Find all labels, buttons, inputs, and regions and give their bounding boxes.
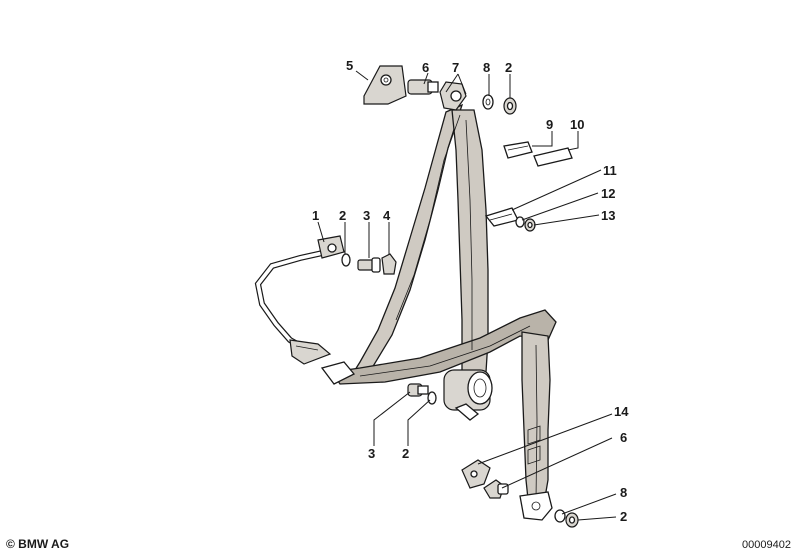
callout-2-left-washer: 2	[339, 208, 346, 223]
upper-washer	[482, 94, 494, 110]
callout-3-left-bolt: 3	[363, 208, 370, 223]
buckle-tongue	[461, 459, 491, 489]
callout-8-lower-washer: 8	[620, 485, 627, 500]
belt-guide-clip	[484, 207, 519, 227]
callout-4-bolt-cap: 4	[383, 208, 391, 223]
left-washer	[341, 253, 351, 267]
lap-belt-webbing	[330, 309, 557, 385]
callout-7-deflector: 7	[452, 60, 459, 75]
upper-nut	[503, 97, 517, 115]
lower-anchor-bolt	[483, 479, 509, 499]
retractor-washer	[427, 391, 437, 405]
callout-13-clip-nut: 13	[601, 208, 615, 223]
callout-5-upper-bracket: 5	[346, 58, 353, 73]
lower-nut	[565, 512, 579, 528]
callout-6-lower-bolt: 6	[620, 430, 627, 445]
clip-nut	[524, 218, 536, 232]
retractor-bolt	[407, 383, 429, 397]
cover-cap-9	[503, 141, 533, 159]
callout-3-retractor-bolt: 3	[368, 446, 375, 461]
callout-2-upper-nut: 2	[505, 60, 512, 75]
shoulder-belt-webbing	[348, 103, 464, 380]
callout-1-buckle-cable: 1	[312, 208, 319, 223]
callout-8-upper-washer: 8	[483, 60, 490, 75]
clip-washer	[515, 216, 525, 228]
callout-6-upper-bolt: 6	[422, 60, 429, 75]
leader-lines	[317, 70, 617, 521]
vertical-belt-webbing	[451, 109, 489, 373]
lap-anchor-plate	[320, 361, 356, 385]
belt-retractor	[443, 369, 493, 421]
copyright-label: © BMW AG	[6, 537, 70, 551]
callout-2-lower-nut: 2	[620, 509, 627, 524]
left-bolt-cap	[381, 253, 397, 275]
lower-end-fitting	[519, 491, 553, 521]
callout-10-cover-cap: 10	[570, 117, 584, 132]
callout-9-cover-cap: 9	[546, 117, 553, 132]
lower-washer	[554, 509, 566, 523]
buckle-cable-assembly	[254, 235, 345, 365]
upper-deflector-fitting	[439, 81, 467, 111]
cover-cap-10	[533, 147, 573, 167]
callout-12-clip-washer: 12	[601, 186, 615, 201]
callout-11-guide-clip: 11	[603, 163, 617, 178]
upper-anchor-bracket	[363, 65, 407, 105]
diagram-number: 00009402	[742, 539, 791, 551]
left-anchor-bolt	[357, 257, 381, 273]
callout-14-buckle-tongue: 14	[614, 404, 629, 419]
callout-2-retractor-washer: 2	[402, 446, 409, 461]
upper-anchor-bolt	[407, 79, 439, 95]
